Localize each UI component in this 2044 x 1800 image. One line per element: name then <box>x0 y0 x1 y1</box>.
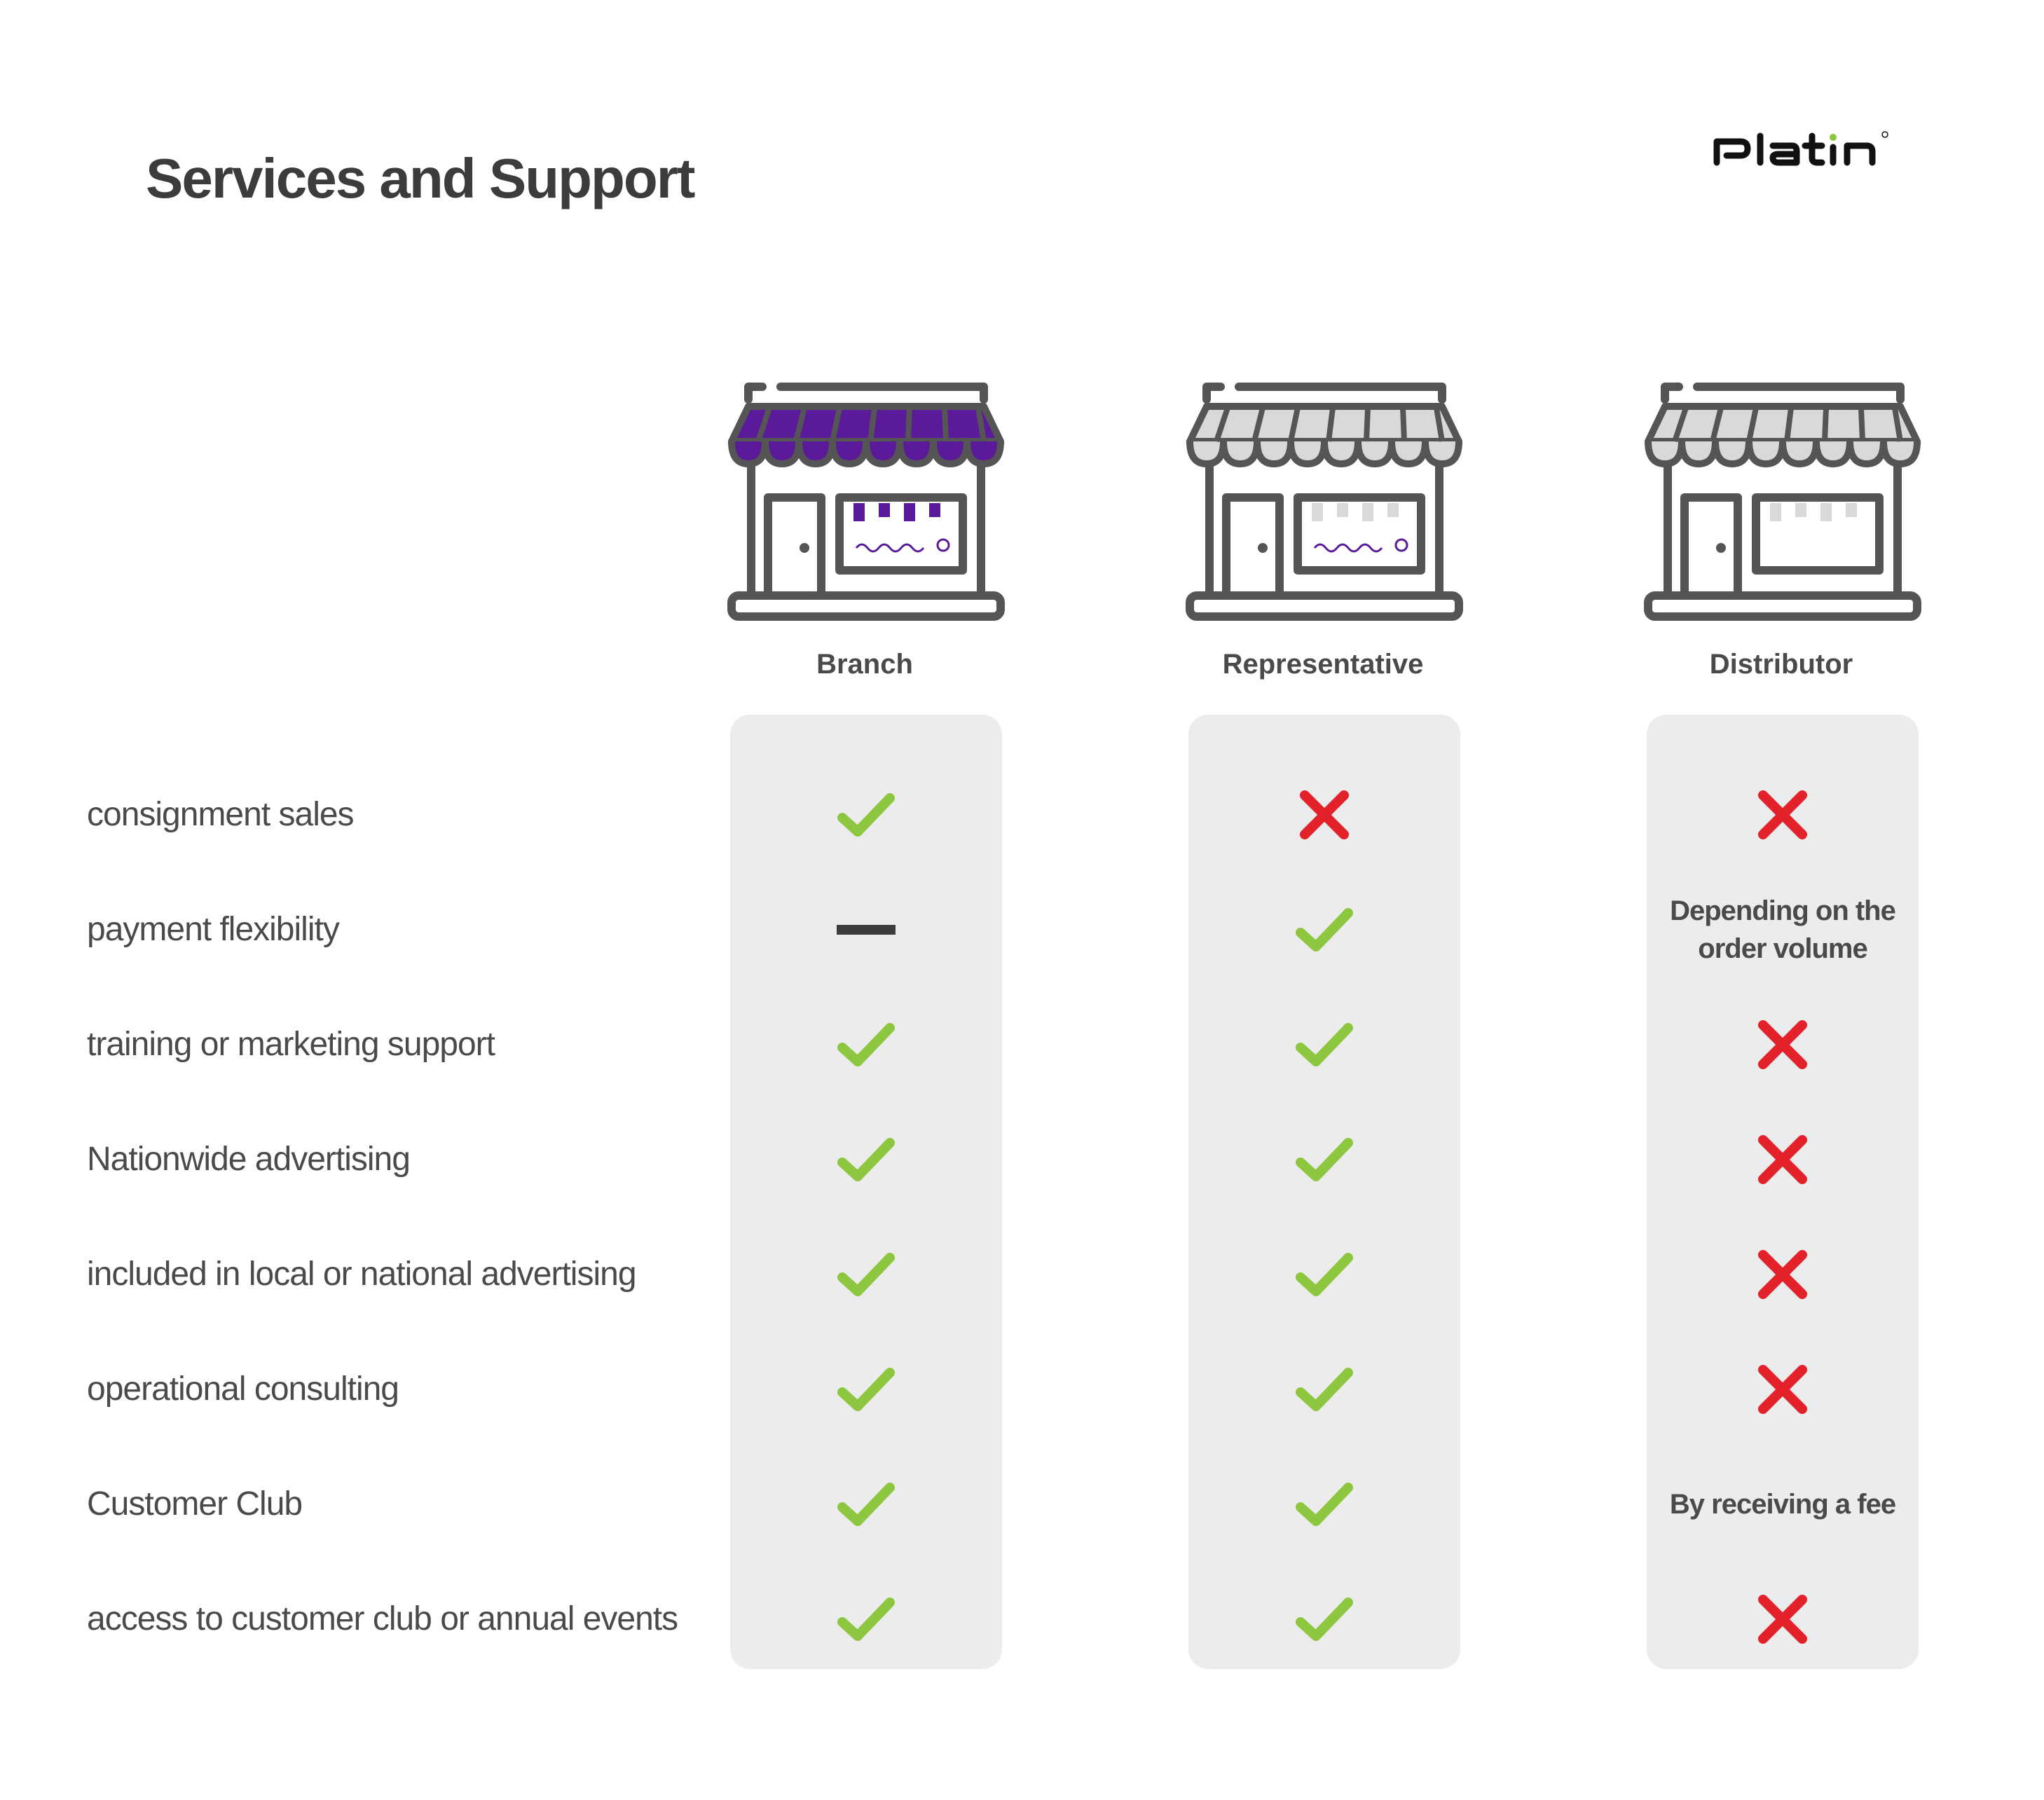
cell-branch <box>730 1111 1002 1209</box>
cell-representative <box>1188 1455 1460 1553</box>
cell-branch <box>730 1570 1002 1668</box>
check-icon <box>837 1483 895 1526</box>
cell-representative <box>1188 1225 1460 1324</box>
cell-distributor <box>1647 996 1919 1094</box>
cell-branch <box>730 881 1002 979</box>
column-label-distributor: Distributor <box>1709 649 1853 680</box>
column-label-representative: Representative <box>1222 649 1424 680</box>
cell-branch <box>730 996 1002 1094</box>
store-gray-awning-icon <box>1186 383 1463 621</box>
check-icon <box>837 1598 895 1641</box>
store-gray-awning-icon <box>1644 383 1921 621</box>
check-icon <box>837 1253 895 1296</box>
cell-distributor: Depending on the order volume <box>1647 881 1919 979</box>
cell-representative <box>1188 1111 1460 1209</box>
column-label-branch: Branch <box>816 649 913 680</box>
check-icon <box>837 1368 895 1411</box>
cell-representative <box>1188 766 1460 864</box>
row-label: Nationwide advertising <box>87 1141 411 1178</box>
row-label: payment flexibility <box>87 911 340 948</box>
row-label: included in local or national advertisin… <box>87 1256 637 1293</box>
cross-icon <box>1758 790 1807 839</box>
row-label: access to customer club or annual events <box>87 1600 678 1637</box>
check-icon <box>837 793 895 837</box>
cross-icon <box>1758 1365 1807 1414</box>
store-purple-awning-icon <box>727 383 1005 621</box>
cross-icon <box>1300 790 1349 839</box>
check-icon <box>1296 1368 1353 1411</box>
check-icon <box>1296 1138 1353 1181</box>
cell-distributor <box>1647 1225 1919 1324</box>
cell-branch <box>730 1340 1002 1438</box>
row-label: consignment sales <box>87 796 355 833</box>
cross-icon <box>1758 1135 1807 1184</box>
cell-note: By receiving a fee <box>1669 1489 1896 1520</box>
page-title: Services and Support <box>146 147 695 209</box>
cell-representative <box>1188 881 1460 979</box>
platin-logo <box>1713 131 1888 166</box>
cross-icon <box>1758 1250 1807 1299</box>
row-label: training or marketing support <box>87 1026 495 1063</box>
cell-branch <box>730 766 1002 864</box>
row-label: operational consulting <box>87 1370 399 1408</box>
cross-icon <box>1758 1595 1807 1644</box>
cell-distributor <box>1647 1340 1919 1438</box>
cell-note: Depending on the order volume <box>1670 895 1896 964</box>
cell-distributor <box>1647 766 1919 864</box>
check-icon <box>1296 1483 1353 1526</box>
check-icon <box>1296 1253 1353 1296</box>
check-icon <box>1296 1598 1353 1641</box>
cell-distributor: By receiving a fee <box>1647 1455 1919 1553</box>
cell-representative <box>1188 996 1460 1094</box>
column-panel-distributor <box>1647 715 1919 1669</box>
cell-distributor <box>1647 1570 1919 1668</box>
cell-distributor <box>1647 1111 1919 1209</box>
dash-icon <box>837 925 896 935</box>
check-icon <box>837 1138 895 1181</box>
cell-branch <box>730 1225 1002 1324</box>
cross-icon <box>1758 1020 1807 1069</box>
cell-representative <box>1188 1340 1460 1438</box>
check-icon <box>1296 908 1353 951</box>
cell-branch <box>730 1455 1002 1553</box>
check-icon <box>837 1023 895 1066</box>
cell-representative <box>1188 1570 1460 1668</box>
row-label: Customer Club <box>87 1485 303 1523</box>
check-icon <box>1296 1023 1353 1066</box>
